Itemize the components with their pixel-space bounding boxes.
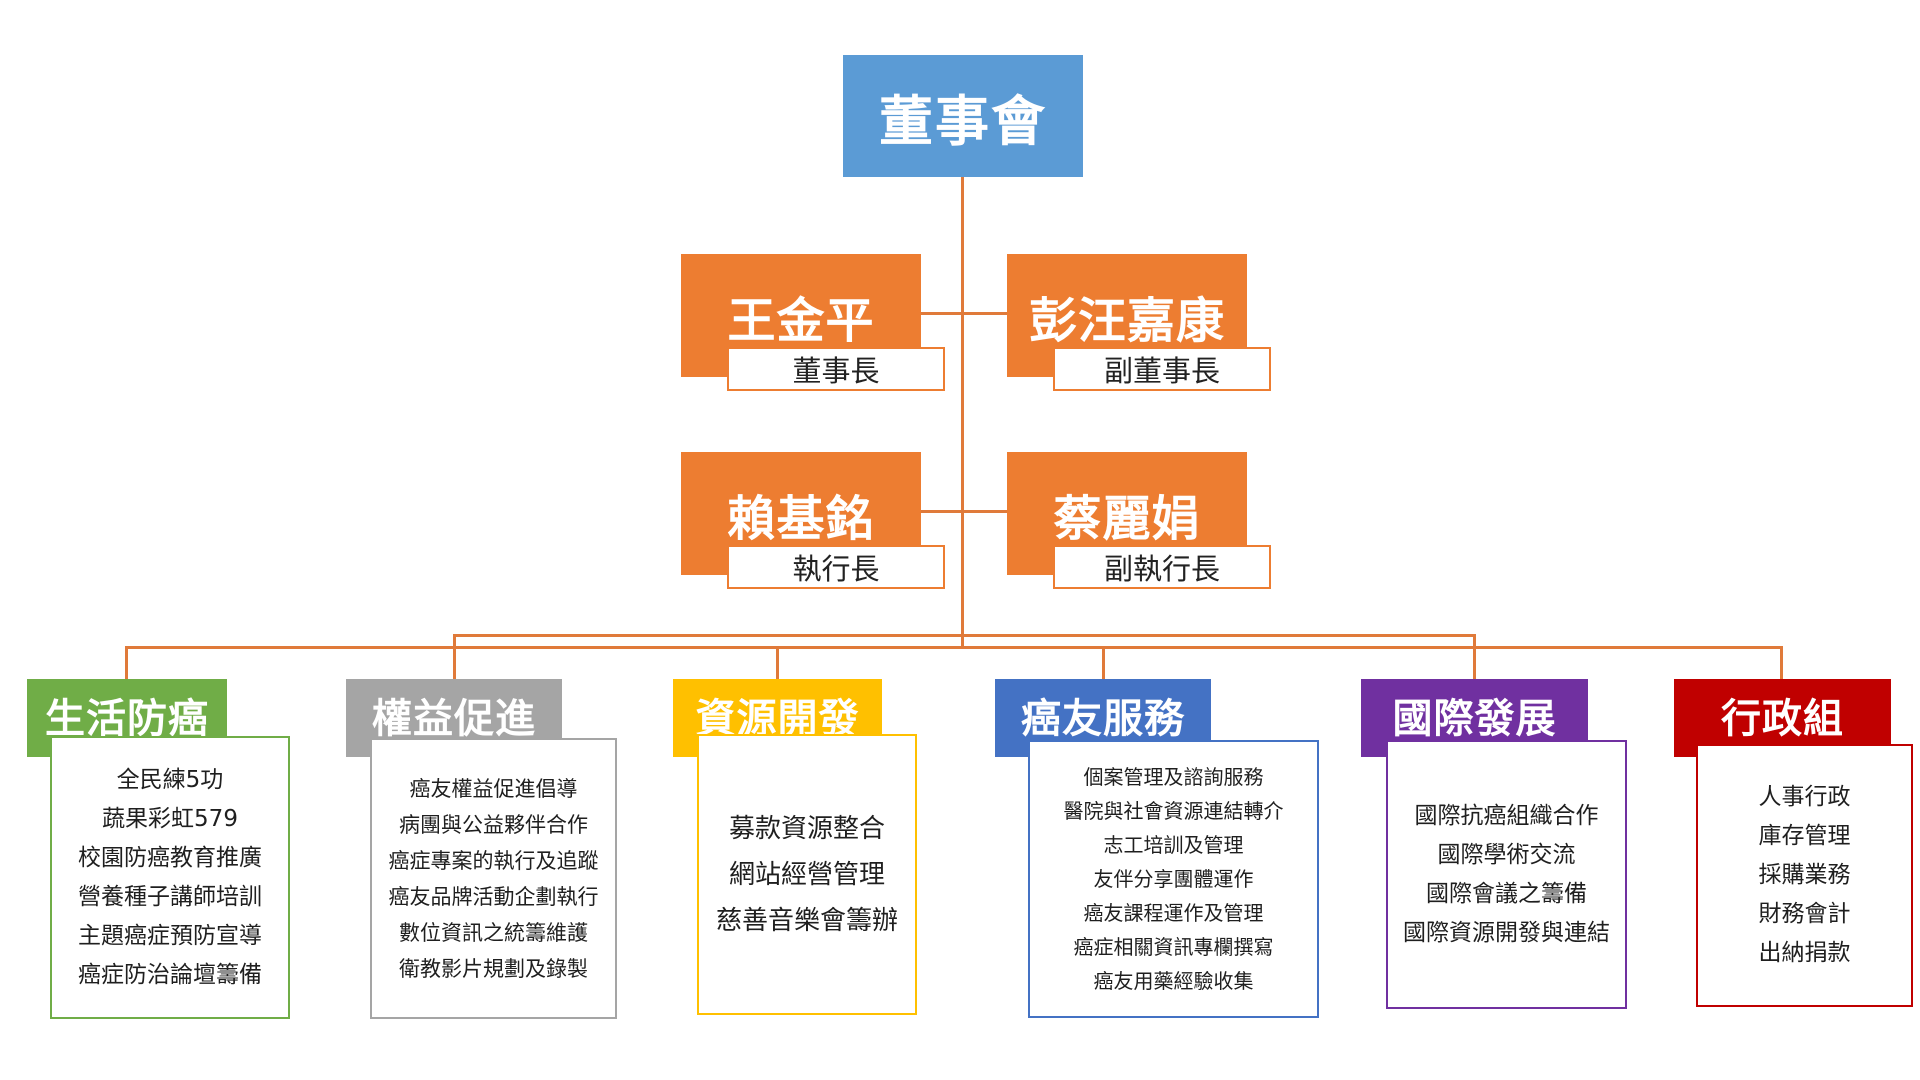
exec-name-box: 蔡麗娟 [1007, 452, 1247, 575]
exec-title-box: 副執行長 [1053, 545, 1271, 589]
dept-task: 財務會計 [1758, 901, 1851, 927]
exec-name: 蔡麗娟 [1053, 490, 1201, 547]
dept-task: 校園防癌教育推廣 [78, 844, 262, 871]
outer-branch-line [125, 646, 1783, 649]
exec-name: 賴基銘 [727, 490, 875, 547]
drop-line-2 [453, 634, 456, 681]
dept-task: 癌友課程運作及管理 [1083, 901, 1264, 925]
dept-task: 個案管理及諮詢服務 [1083, 765, 1264, 789]
dept-name: 生活防癌 [45, 695, 209, 742]
dept-task: 營養種子講師培訓 [78, 883, 262, 910]
dept-name: 行政組 [1721, 695, 1844, 742]
exec-title-box: 副董事長 [1053, 347, 1271, 391]
drop-line-1 [125, 646, 128, 681]
dept-task: 醫院與社會資源連結轉介 [1063, 799, 1284, 823]
exec-title-box: 董事長 [727, 347, 945, 391]
dept-task-box: 募款資源整合 網站經營管理 慈善音樂會籌辦 [697, 734, 917, 1015]
dept-task: 數位資訊之統籌維護 [399, 920, 588, 945]
exec-name: 王金平 [727, 292, 875, 349]
dept-task: 蔬果彩虹579 [102, 805, 238, 832]
exec-vice-chairman: 彭汪嘉康 副董事長 [1007, 254, 1271, 391]
dept-task: 癌友用藥經驗收集 [1093, 969, 1254, 993]
dept-task: 癌友品牌活動企劃執行 [388, 884, 599, 909]
dept-task: 網站經營管理 [728, 859, 885, 890]
exec-ceo: 賴基銘 執行長 [681, 452, 945, 589]
dept-task: 庫存管理 [1758, 823, 1851, 849]
exec-title: 副執行長 [1103, 552, 1220, 586]
exec-name: 彭汪嘉康 [1028, 292, 1225, 349]
dept-task-box: 全民練5功 蔬果彩虹579 校園防癌教育推廣 營養種子講師培訓 主題癌症預防宣導… [50, 736, 290, 1019]
board-label: 董事會 [879, 88, 1047, 153]
dept-task: 採購業務 [1758, 862, 1851, 888]
exec-row2-connector [921, 510, 1007, 513]
dept-task: 全民練5功 [116, 766, 224, 793]
exec-chairman: 王金平 董事長 [681, 254, 945, 391]
dept-task-box: 人事行政 庫存管理 採購業務 財務會計 出納捐款 [1696, 744, 1913, 1007]
dept-name: 國際發展 [1392, 695, 1557, 742]
dept-task-box: 個案管理及諮詢服務 醫院與社會資源連結轉介 志工培訓及管理 友伴分享團體運作 癌… [1028, 740, 1319, 1018]
dept-task: 出納捐款 [1758, 940, 1851, 966]
dept-task: 癌症相關資訊專欄撰寫 [1073, 935, 1274, 959]
exec-title: 董事長 [792, 354, 880, 388]
dept-task: 人事行政 [1758, 784, 1851, 810]
dept-name: 癌友服務 [1021, 695, 1185, 742]
dept-task: 國際學術交流 [1437, 841, 1576, 868]
dept-task: 國際資源開發與連結 [1403, 919, 1610, 946]
drop-line-6 [1780, 646, 1783, 681]
dept-task: 友伴分享團體運作 [1093, 867, 1254, 891]
dept-name: 權益促進 [372, 695, 536, 742]
dept-task: 癌症防治論壇籌備 [78, 961, 262, 988]
drop-line-3 [776, 646, 779, 681]
dept-task: 國際會議之籌備 [1426, 880, 1587, 907]
board-of-directors-box: 董事會 [843, 55, 1083, 177]
dept-task: 病團與公益夥伴合作 [399, 812, 588, 837]
dept-task: 癌症專案的執行及追蹤 [388, 848, 599, 873]
exec-title-box: 執行長 [727, 545, 945, 589]
dept-task-box: 癌友權益促進倡導 病團與公益夥伴合作 癌症專案的執行及追蹤 癌友品牌活動企劃執行… [370, 738, 617, 1019]
drop-line-4 [1102, 646, 1105, 681]
dept-task: 慈善音樂會籌辦 [715, 905, 898, 936]
exec-deputy-ceo: 蔡麗娟 副執行長 [1007, 452, 1271, 589]
exec-title: 副董事長 [1103, 354, 1220, 388]
dept-task: 衛教影片規劃及錄製 [399, 956, 588, 981]
exec-row1-connector [921, 312, 1007, 315]
dept-task: 募款資源整合 [728, 813, 885, 844]
dept-task: 國際抗癌組織合作 [1414, 802, 1599, 829]
dept-task: 癌友權益促進倡導 [409, 776, 578, 801]
trunk-line [961, 177, 964, 649]
inner-branch-line [453, 634, 1476, 637]
exec-title: 執行長 [792, 552, 880, 586]
dept-task-box: 國際抗癌組織合作 國際學術交流 國際會議之籌備 國際資源開發與連結 [1386, 740, 1627, 1009]
dept-task: 主題癌症預防宣導 [78, 922, 262, 949]
dept-task: 志工培訓及管理 [1103, 833, 1244, 857]
drop-line-5 [1473, 634, 1476, 681]
